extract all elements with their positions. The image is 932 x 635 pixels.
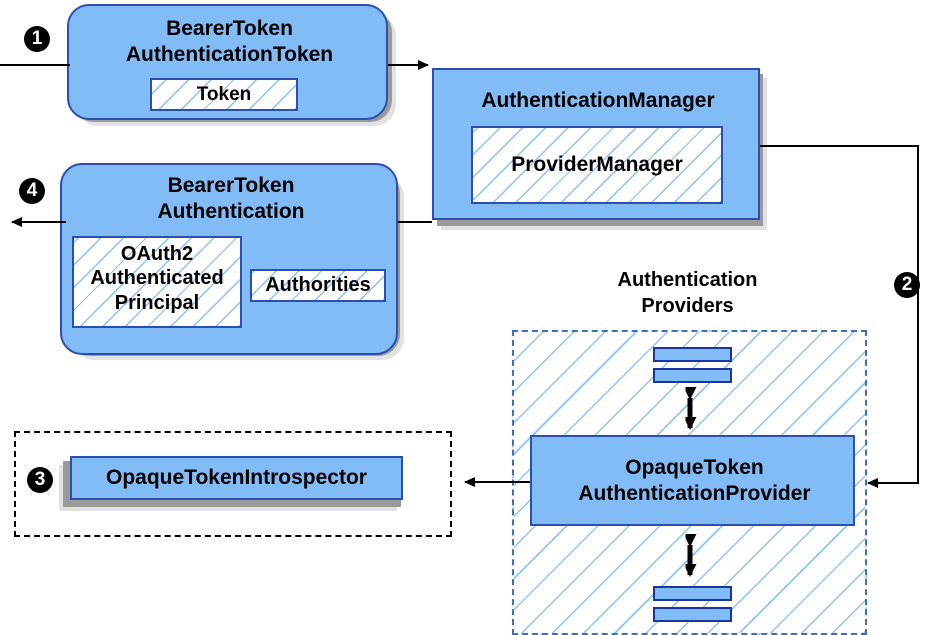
principal-line-2: Authenticated	[90, 267, 224, 290]
bearer-token-authentication-token-title: BearerToken AuthenticationToken	[69, 16, 390, 67]
provider-title-line-2: AuthenticationProvider	[578, 481, 811, 505]
title-line-1: BearerToken	[166, 17, 293, 40]
bearer-token-authentication-title: BearerToken Authentication	[62, 173, 400, 224]
providers-label-line-2: Providers	[641, 294, 734, 317]
provider-manager-label: ProviderManager	[511, 153, 683, 176]
badge-step-2: 2	[894, 272, 920, 298]
badge-step-3-number: 3	[34, 469, 46, 490]
node-token[interactable]: Token	[150, 78, 298, 111]
authorities-label: Authorities	[265, 274, 371, 296]
badge-step-4: 4	[19, 178, 45, 204]
node-opaque-token-introspector[interactable]: OpaqueTokenIntrospector	[70, 456, 403, 500]
token-label: Token	[196, 84, 252, 105]
node-bearer-token-authentication-token[interactable]: BearerToken AuthenticationToken	[67, 4, 388, 120]
providers-label-line-1: Authentication	[617, 269, 758, 291]
container-opaque-token-introspector	[14, 431, 452, 537]
principal-line-3: Principal	[114, 291, 200, 314]
badge-step-3: 3	[27, 467, 53, 493]
authentication-providers-label: Authentication Providers	[565, 268, 810, 319]
title-line-2: AuthenticationToken	[125, 42, 334, 66]
node-opaque-token-authentication-provider[interactable]: OpaqueToken AuthenticationProvider	[530, 435, 855, 526]
provider-bar-bottom-1	[653, 586, 732, 601]
provider-title-line-1: OpaqueToken	[625, 456, 764, 479]
opaque-token-introspector-label: OpaqueTokenIntrospector	[106, 466, 367, 489]
principal-line-1: OAuth2	[120, 243, 194, 265]
authentication-manager-title: AuthenticationManager	[481, 89, 715, 112]
node-oauth2-authenticated-principal[interactable]: OAuth2 Authenticated Principal	[72, 236, 242, 328]
badge-step-1: 1	[24, 26, 50, 52]
badge-step-2-number: 2	[901, 274, 913, 295]
badge-step-1-number: 1	[31, 28, 43, 49]
node-provider-manager[interactable]: ProviderManager	[471, 126, 723, 204]
auth-title-line-1: BearerToken	[167, 174, 295, 197]
node-authorities[interactable]: Authorities	[250, 269, 386, 302]
opaque-token-authentication-provider-title: OpaqueToken AuthenticationProvider	[532, 455, 857, 506]
provider-bar-top-2	[653, 368, 732, 383]
auth-title-line-2: Authentication	[157, 199, 305, 223]
badge-step-4-number: 4	[26, 180, 38, 201]
provider-bar-top-1	[653, 347, 732, 362]
provider-bar-bottom-2	[653, 607, 732, 622]
